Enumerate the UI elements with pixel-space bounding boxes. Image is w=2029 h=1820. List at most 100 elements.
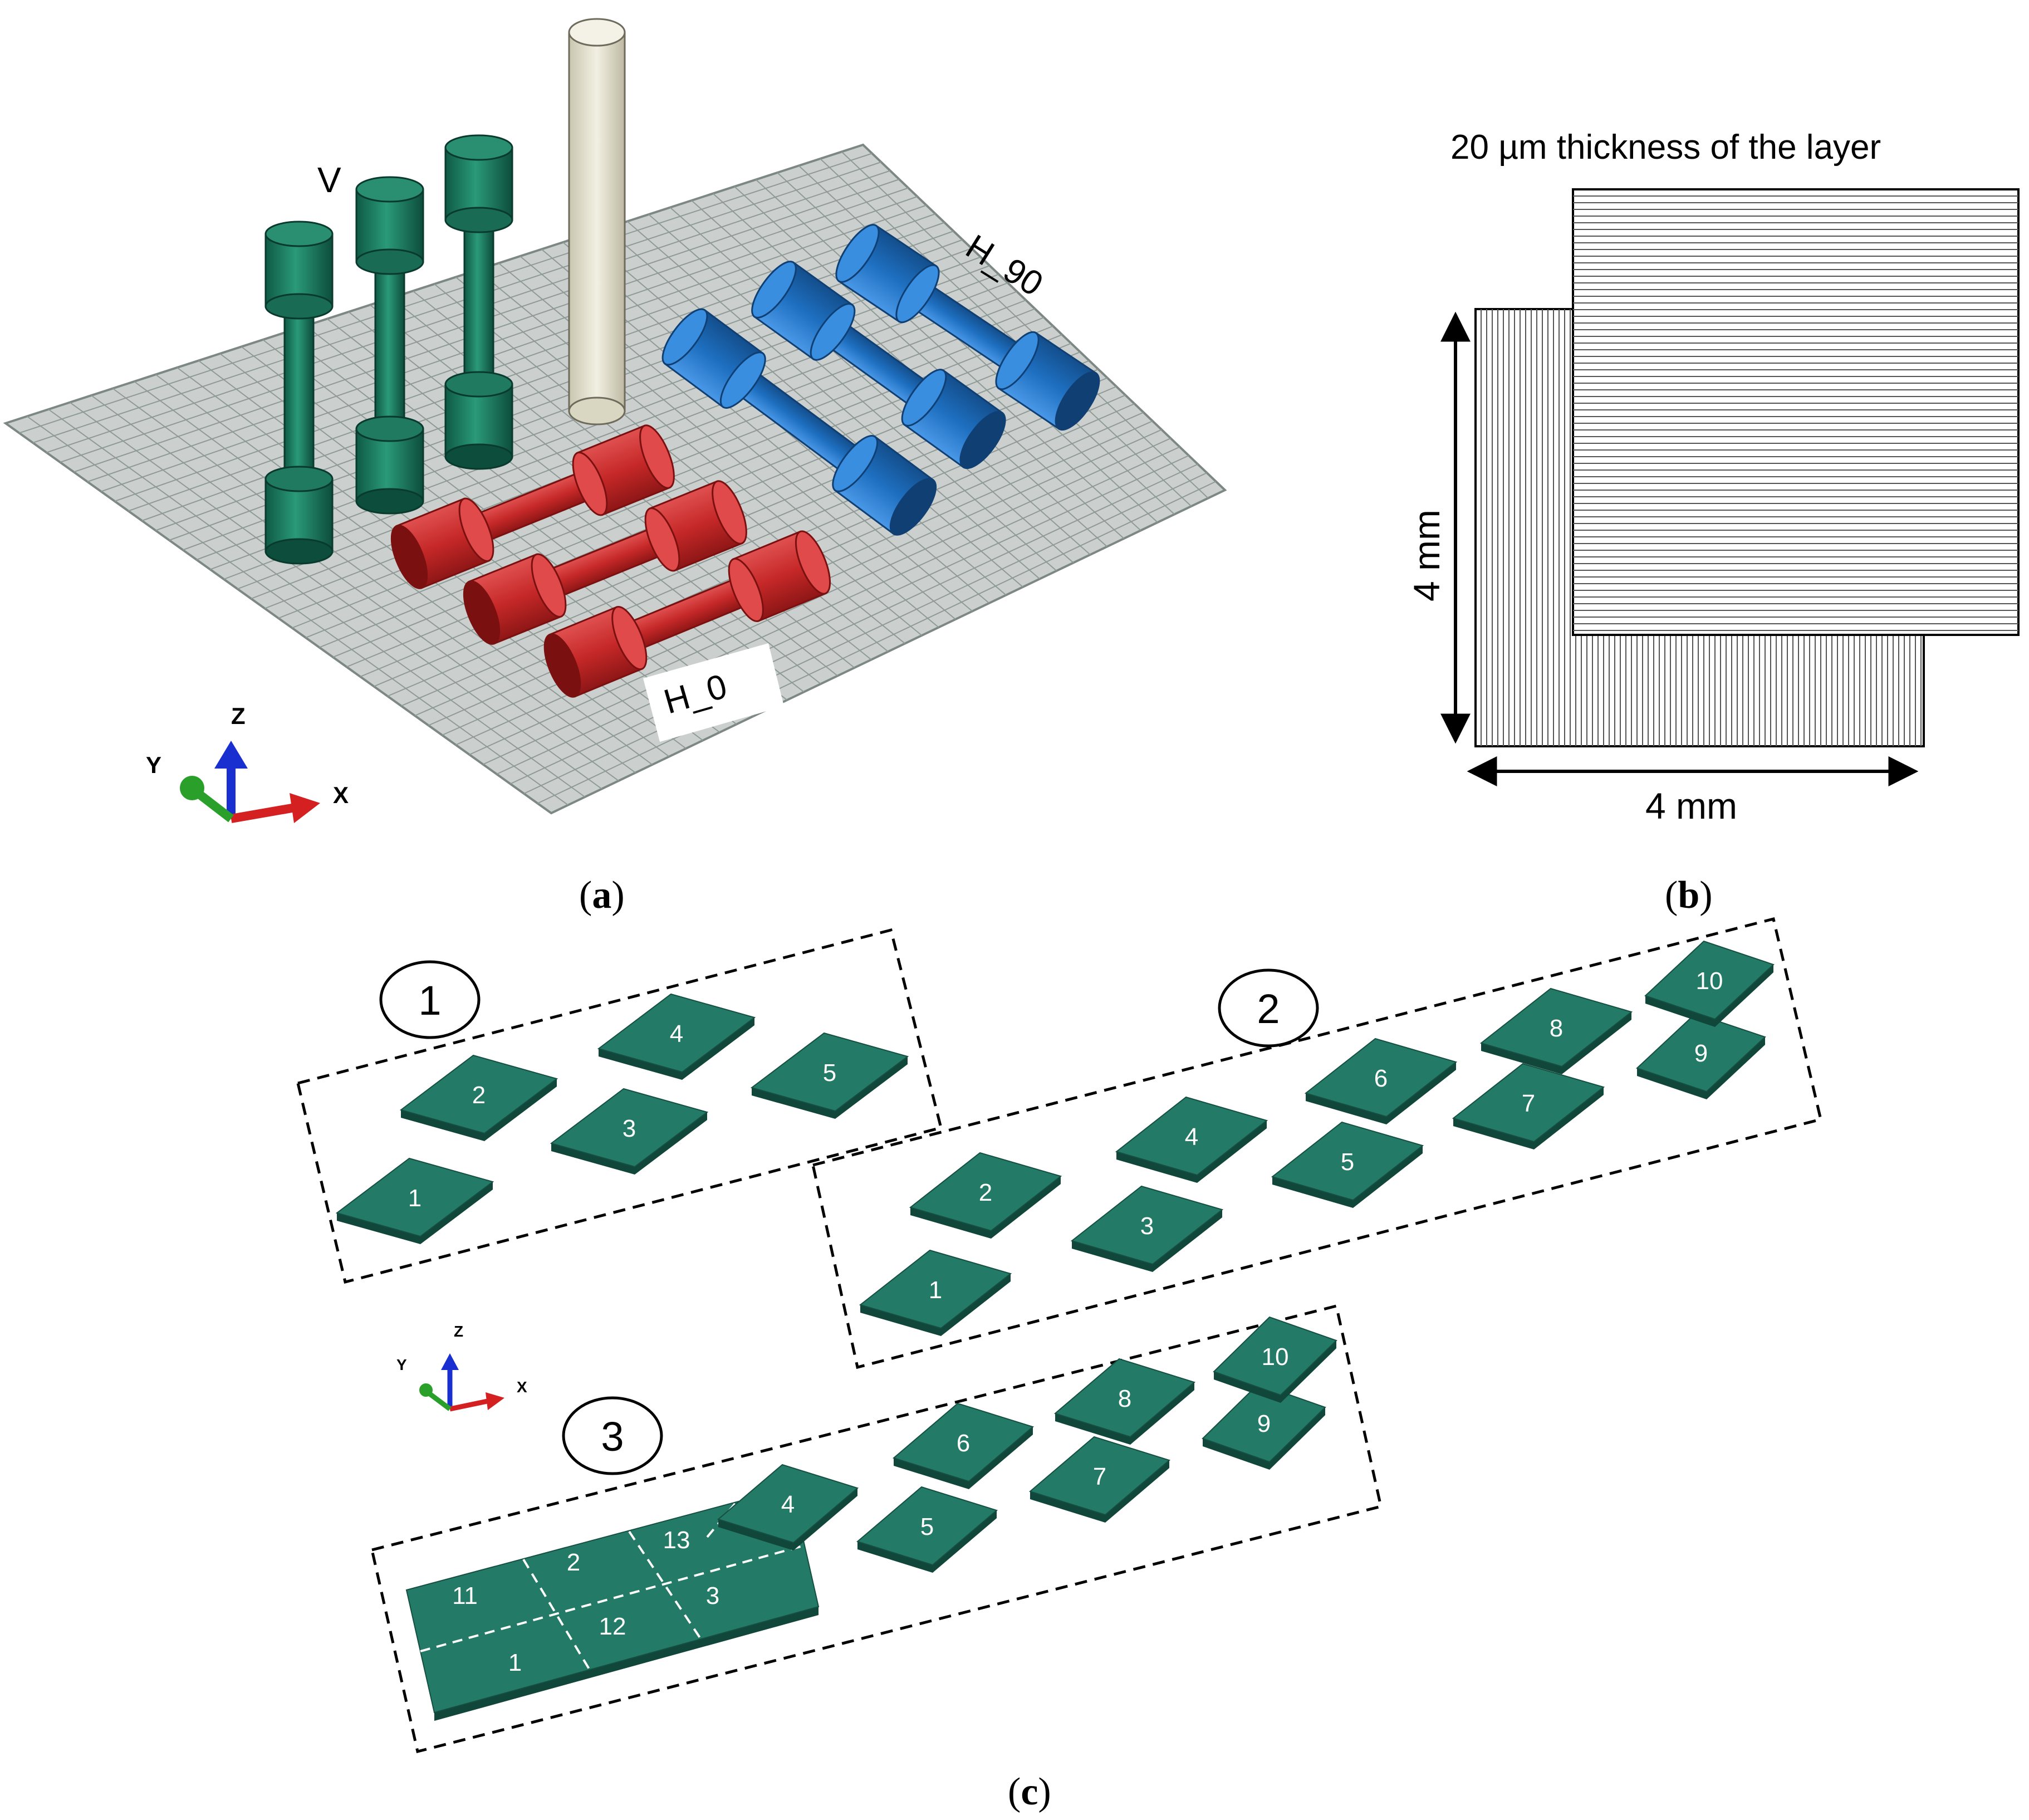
vertical-specimens	[264, 134, 513, 565]
build-tile: 1	[859, 1249, 1012, 1336]
tile-number: 8	[1550, 1015, 1563, 1042]
panel-b: 20 µm thickness of the layer 4 mm 4 mm	[1406, 128, 2020, 826]
axis-x-label-a: X	[333, 782, 349, 808]
build-tile: 7	[1452, 1063, 1605, 1149]
tile-number: 2	[567, 1549, 580, 1576]
tile-number: 9	[1257, 1410, 1271, 1437]
tile-number: 10	[1262, 1343, 1289, 1371]
plate-grid-line	[841, 151, 1209, 499]
build-tile: 8	[1053, 1358, 1196, 1445]
axis-y-label-c: Y	[396, 1356, 407, 1373]
group3-marker: 3	[562, 1396, 663, 1475]
tile-number: 10	[1696, 967, 1723, 995]
plate-grid-line	[537, 481, 1217, 804]
build-tile: 10	[1213, 1316, 1337, 1403]
tile-number: 1	[929, 1276, 942, 1304]
panel-a: V H_90 H_0 Z Y X	[3, 18, 1227, 823]
group2-tiles: 1 2 3 4 5 6 7 8 9 10	[859, 940, 1775, 1336]
build-tile: 1	[335, 1157, 494, 1244]
build-tile: 2	[399, 1054, 558, 1141]
caption-a: (a)	[579, 874, 625, 917]
build-tile: 3	[1070, 1185, 1224, 1272]
build-tile: 5	[750, 1032, 909, 1119]
label-v: V	[317, 160, 341, 200]
tile-number: 1	[508, 1649, 522, 1676]
tile-number: 6	[1374, 1065, 1388, 1092]
axis-z-label-a: Z	[231, 703, 246, 729]
build-tile: 4	[1115, 1096, 1268, 1183]
dim-vertical-label: 4 mm	[1406, 510, 1447, 601]
h0-specimens	[390, 424, 831, 698]
vertical-specimen	[355, 176, 424, 515]
build-tile: 4	[597, 993, 756, 1080]
build-tile: 5	[1271, 1121, 1424, 1208]
build-tile: 5	[856, 1486, 998, 1573]
build-tile: 9	[1202, 1383, 1326, 1470]
tile-number: 8	[1118, 1385, 1131, 1412]
plate-grid-line	[734, 186, 1125, 539]
axis-y-label-a: Y	[146, 752, 161, 778]
plate-grid-line	[483, 446, 1180, 765]
build-tile: 2	[909, 1152, 1062, 1239]
plate-grid-line	[626, 221, 1040, 580]
build-tile: 7	[1028, 1436, 1171, 1523]
horizontal-specimen	[390, 424, 675, 589]
vertical-specimen	[444, 134, 513, 470]
plate-grid-line	[648, 214, 1057, 571]
horizontal-specimen	[661, 308, 937, 536]
group3-boundary	[370, 1304, 1383, 1754]
plate-grid-line	[820, 158, 1192, 507]
vertical-specimen	[264, 221, 334, 565]
tile-number: 7	[1093, 1463, 1106, 1490]
svg-text:1: 1	[418, 977, 441, 1024]
dim-horizontal-label: 4 mm	[1645, 785, 1737, 826]
horizontal-specimen	[835, 224, 1100, 431]
tile-number: 5	[1341, 1148, 1354, 1176]
horizontal-specimen	[543, 530, 831, 698]
tile-number: 3	[1140, 1212, 1154, 1240]
tile-number: 2	[979, 1179, 992, 1206]
tile-number: 1	[408, 1185, 422, 1212]
build-tile: 4	[717, 1464, 859, 1550]
plate-grid-line	[777, 172, 1158, 523]
support-rod	[568, 18, 626, 425]
group1-marker: 1	[379, 960, 481, 1039]
tile-number: 11	[452, 1582, 478, 1609]
plate-grid-line	[669, 207, 1074, 564]
axis-triad-a: Z Y X	[146, 703, 349, 823]
svg-text:2: 2	[1257, 986, 1280, 1032]
tile-number: 5	[920, 1513, 934, 1540]
caption-b: (b)	[1665, 874, 1713, 917]
build-tile: 6	[1304, 1038, 1458, 1124]
label-h0-box: H_0	[643, 643, 784, 742]
tile-number: 4	[1185, 1123, 1198, 1151]
tile-number: 6	[957, 1430, 970, 1457]
plate-grid-line	[605, 228, 1023, 588]
build-tile: 3	[550, 1088, 709, 1175]
axis-x-label-c: X	[517, 1378, 527, 1396]
build-tile: 6	[892, 1402, 1035, 1489]
build-tile: 10	[1644, 940, 1775, 1027]
tile-number: 2	[472, 1082, 486, 1109]
horizontal-specimen	[463, 480, 747, 645]
group1-boundary	[296, 928, 943, 1284]
tile-number: 7	[1522, 1090, 1535, 1117]
layer-thickness-title: 20 µm thickness of the layer	[1450, 128, 1881, 167]
plate-grid-line	[510, 463, 1198, 785]
tile-number: 13	[663, 1527, 690, 1554]
caption-c: (c)	[1008, 1770, 1051, 1813]
plate-grid-line	[477, 270, 923, 636]
plate-grid-line	[523, 472, 1207, 794]
plate-grid-line	[496, 455, 1189, 775]
tile-number: 5	[823, 1059, 836, 1087]
tile-number: 4	[670, 1020, 683, 1048]
tile-number: 3	[623, 1115, 636, 1142]
svg-text:3: 3	[601, 1413, 624, 1460]
axis-z-label-c: Z	[454, 1323, 463, 1340]
tile-number: 9	[1694, 1040, 1708, 1067]
h90-specimens	[661, 224, 1100, 536]
